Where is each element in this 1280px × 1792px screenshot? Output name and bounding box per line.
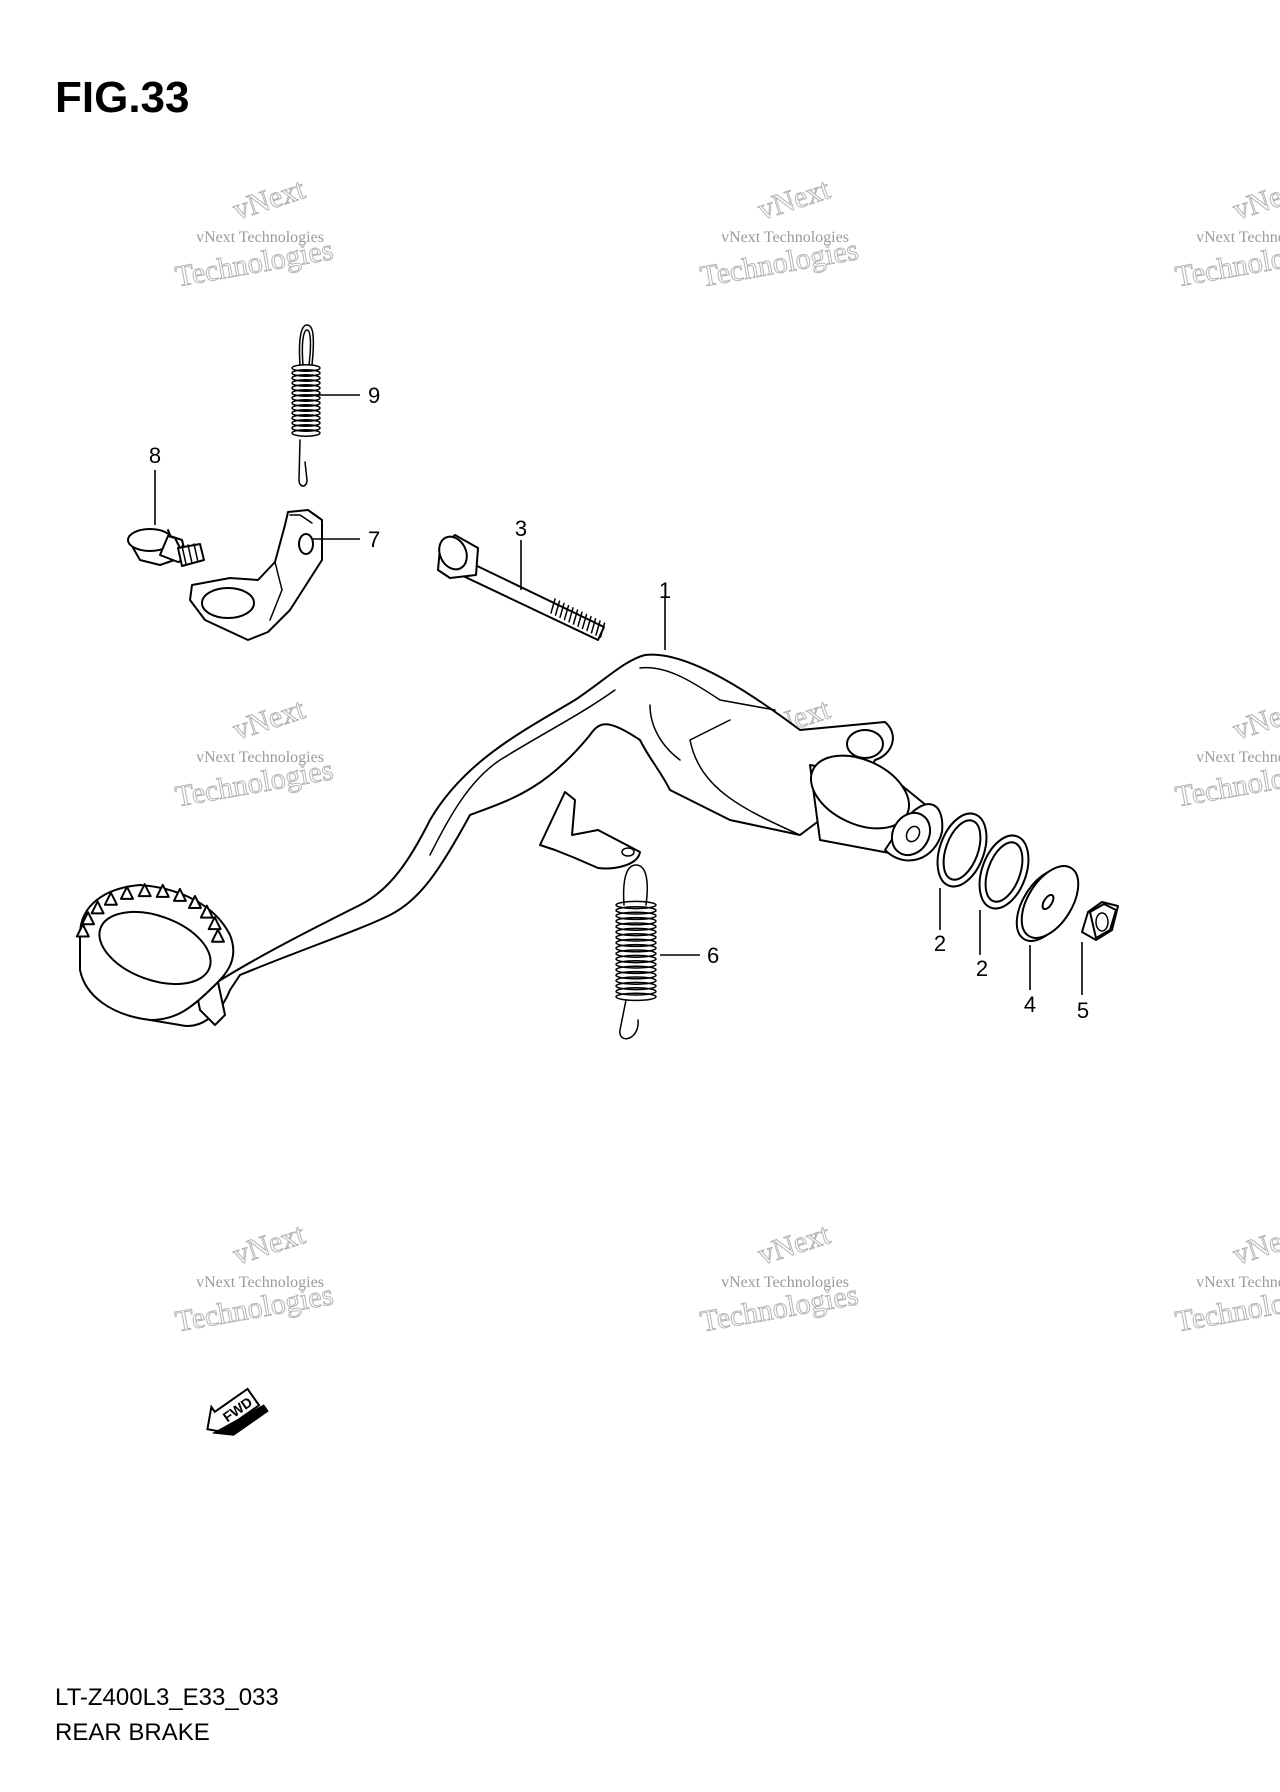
watermark-line: vNext Technologies — [196, 229, 324, 246]
callout-8: 8 — [149, 443, 161, 468]
callout-2b: 2 — [976, 956, 988, 981]
watermark-line: vNext Technologies — [721, 1274, 849, 1291]
callout-9: 9 — [368, 383, 380, 408]
watermark-line: vNext — [754, 172, 835, 226]
callout-2a: 2 — [934, 931, 946, 956]
watermark-line: vNext — [1229, 172, 1280, 226]
spring-bracket-part-7 — [189, 509, 323, 641]
watermark-line: vNext Technologies — [196, 1274, 324, 1291]
watermark-line: vNext Technologies — [1196, 749, 1280, 766]
brake-pedal-footrest — [75, 883, 235, 1021]
watermark-line: vNext — [754, 1217, 835, 1271]
watermark-line: vNext — [229, 1217, 310, 1271]
watermark-line: vNext — [229, 172, 310, 226]
washer-part-4 — [1015, 865, 1080, 942]
watermark-line: vNext — [229, 692, 310, 746]
figure-title: FIG.33 — [55, 73, 190, 122]
fwd-arrow-icon: FWD — [206, 1387, 269, 1436]
leader-lines — [154, 394, 1083, 995]
callout-labels: 1 2 2 3 4 5 6 7 8 9 — [149, 383, 1089, 1023]
watermark-line: vNext Technologies — [721, 229, 849, 246]
bracket-bolt-part-8 — [127, 528, 205, 567]
tension-spring-part-9 — [291, 324, 321, 487]
callout-7: 7 — [368, 527, 380, 552]
rear-brake-pedal-part-1 — [149, 653, 944, 1027]
callout-6: 6 — [707, 943, 719, 968]
o-ring-part-2a — [936, 812, 988, 888]
nut-part-5 — [1081, 901, 1119, 941]
watermark-line: vNext — [1229, 692, 1280, 746]
return-spring-part-6 — [615, 864, 657, 1040]
section-name: REAR BRAKE — [55, 1719, 210, 1746]
callout-3: 3 — [515, 516, 527, 541]
callout-5: 5 — [1077, 998, 1089, 1023]
watermark-line: vNext Technologies — [1196, 1274, 1280, 1291]
pivot-bolt-part-3 — [437, 534, 606, 641]
model-code: LT-Z400L3_E33_033 — [55, 1684, 279, 1711]
o-ring-part-2b — [978, 834, 1030, 910]
watermark-line: vNext — [1229, 1217, 1280, 1271]
watermark-line: vNext Technologies — [1196, 229, 1280, 246]
callout-1: 1 — [659, 578, 671, 603]
callout-4: 4 — [1024, 992, 1036, 1017]
watermark-line: vNext Technologies — [196, 749, 324, 766]
